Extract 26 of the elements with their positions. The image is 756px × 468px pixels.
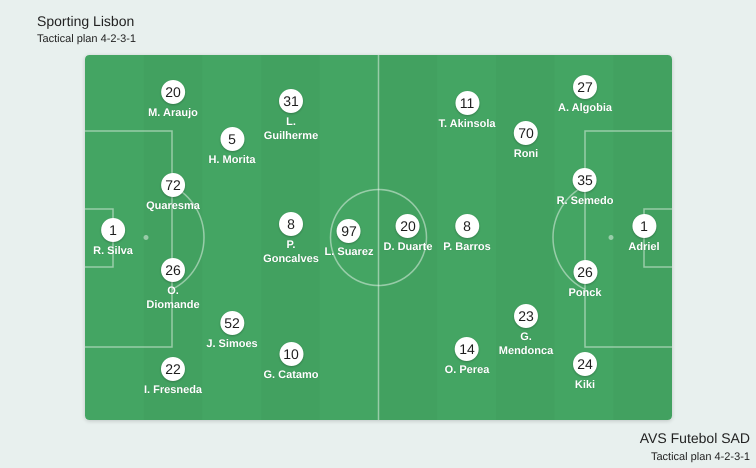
player-name: L. Suarez <box>324 245 374 259</box>
player-name: Quaresma <box>146 199 200 213</box>
player-name: G. Catamo <box>264 368 318 382</box>
player-name: O. Diomande <box>145 284 201 312</box>
player-name: P. Goncalves <box>262 238 320 266</box>
player-name: L. Guilherme <box>262 115 320 143</box>
player-name: D. Duarte <box>384 240 432 254</box>
player-name: J. Simoes <box>206 337 258 351</box>
player-name: A. Algobia <box>558 101 612 115</box>
formation-caption: Tactical plan 4-2-3-1 <box>650 451 750 463</box>
player-name: H. Morita <box>208 153 256 167</box>
player-name: M. Araujo <box>148 106 198 120</box>
player-name: Adriel <box>628 240 660 254</box>
player-name: Ponck <box>568 286 602 300</box>
player-name: Roni <box>514 147 538 161</box>
player-name: O. Perea <box>444 363 490 377</box>
player-name: G. Mendonca <box>498 330 554 358</box>
formation-caption: Tactical plan 4-2-3-1 <box>37 33 136 45</box>
player-name: T. Akinsola <box>438 117 496 131</box>
team-name: AVS Futebol SAD <box>640 430 750 446</box>
player-name: R. Silva <box>93 244 133 258</box>
team-name: Sporting Lisbon <box>37 13 134 29</box>
player-name: R. Semedo <box>556 194 614 208</box>
player-name: I. Fresneda <box>144 383 202 397</box>
player-name: Kiki <box>574 378 596 392</box>
player-name: P. Barros <box>443 240 491 254</box>
